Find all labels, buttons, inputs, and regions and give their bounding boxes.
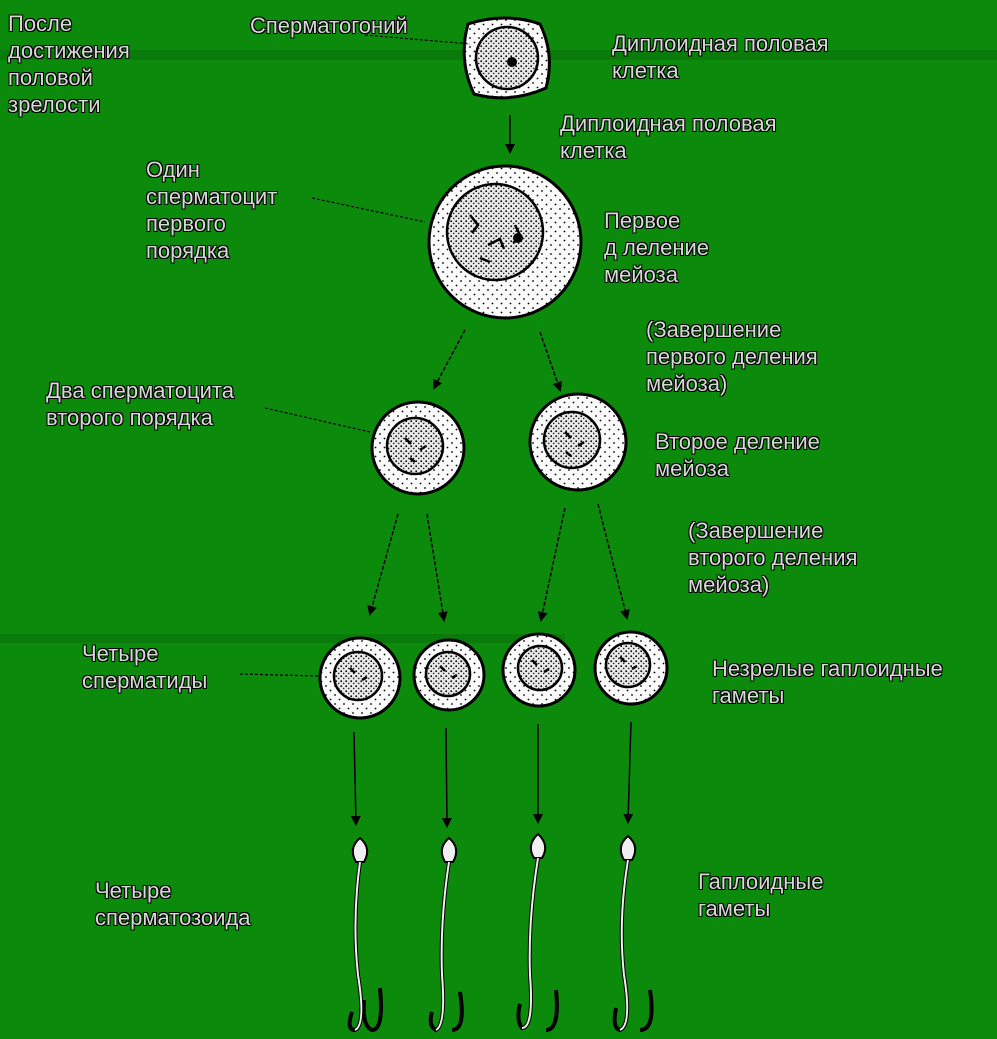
- spermatogonium-cell: [464, 18, 549, 98]
- label-first-meiosis: Первое д леление мейоза: [604, 207, 709, 288]
- arrow-meiosis2-2: [427, 514, 444, 620]
- label-maturity: После достижения половой зрелости: [8, 10, 130, 118]
- arrow-spermatid-2: [446, 728, 447, 826]
- arrow-meiosis1-left: [434, 330, 465, 388]
- label-second-meiosis: Второе деление мейоза: [655, 428, 820, 482]
- spermatozoon-4: [615, 836, 652, 1030]
- arrow-meiosis2-1: [370, 514, 398, 614]
- label-diploid-cell-1: Диплоидная половая клетка: [612, 30, 829, 84]
- arrow-meiosis2-4: [598, 504, 627, 618]
- spermatozoon-2: [431, 838, 462, 1030]
- label-secondary-spermatocytes: Два сперматоцита второго порядка: [46, 377, 234, 431]
- label-haploid-gametes: Гаплоидные гаметы: [698, 868, 823, 922]
- spermatozoon-1: [350, 838, 381, 1030]
- spermatid-cell-3: [503, 634, 575, 706]
- spermatid-cell-1: [320, 638, 400, 718]
- spermatid-cell-2: [414, 640, 484, 710]
- spermatozoon-3: [518, 834, 556, 1030]
- spermatid-cell-4: [595, 632, 667, 704]
- secondary-spermatocyte-cell-2: [530, 394, 626, 490]
- label-spermatids: Четыре сперматиды: [82, 640, 207, 694]
- label-primary-spermatocyte: Один сперматоцит первого порядка: [146, 156, 277, 264]
- leader-lines: [240, 35, 470, 676]
- label-spermatogonium: Сперматогоний: [250, 12, 408, 39]
- arrow-meiosis2-3: [541, 508, 565, 620]
- secondary-spermatocyte-cell-1: [372, 402, 464, 494]
- primary-spermatocyte-cell: [429, 166, 581, 318]
- label-second-meiosis-done: (Завершение второго деления мейоза): [688, 517, 857, 598]
- label-immature-gametes: Незрелые гаплоидные гаметы: [712, 655, 943, 709]
- label-spermatozoa: Четыре сперматозоида: [95, 877, 251, 931]
- label-diploid-cell-2: Диплоидная половая клетка: [560, 110, 777, 164]
- label-first-meiosis-done: (Завершение первого деления мейоза): [646, 316, 818, 397]
- arrow-spermatid-4: [628, 722, 631, 822]
- arrow-meiosis1-right: [540, 332, 560, 390]
- arrow-spermatid-1: [354, 732, 356, 824]
